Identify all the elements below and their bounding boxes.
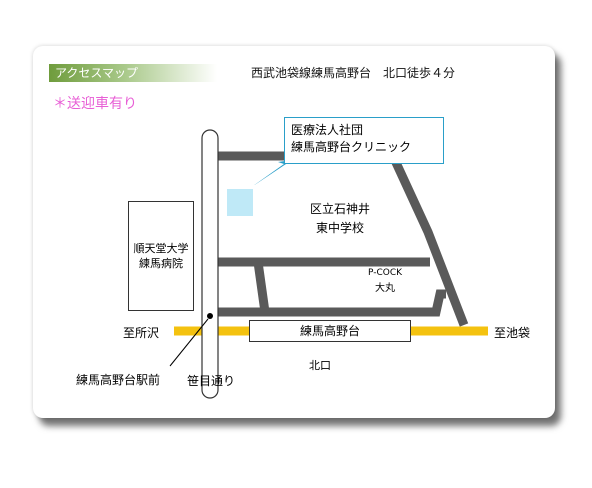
store-line2: 大丸 xyxy=(375,283,395,294)
road-branch-down xyxy=(253,261,270,313)
shuttle-note: ＊送迎車有り xyxy=(53,96,137,112)
station-building: 練馬高野台 xyxy=(249,320,411,342)
sasame-avenue xyxy=(201,129,219,399)
store-line1: P-COCK xyxy=(368,268,403,278)
hospital-line1: 順天堂大学 xyxy=(133,242,189,255)
road-lower xyxy=(218,289,446,317)
title-bar xyxy=(49,64,217,82)
road-diagonal-east xyxy=(388,154,469,327)
station-dot xyxy=(207,313,213,319)
hospital-line2: 練馬病院 xyxy=(139,257,183,270)
clinic-label: 医療法人社団 練馬高野台クリニック xyxy=(284,117,444,164)
station-leader-line xyxy=(169,318,209,367)
station-front-label: 練馬高野台駅前 xyxy=(76,373,161,387)
clinic-marker xyxy=(227,189,253,216)
street-label: 笹目通り xyxy=(187,374,236,388)
map-card xyxy=(33,46,555,418)
clinic-callout-pointer xyxy=(253,160,292,186)
clinic-line2: 練馬高野台クリニック xyxy=(291,140,412,154)
map-title: アクセスマップ xyxy=(55,66,139,80)
clinic-line1: 医療法人社団 xyxy=(291,123,364,137)
school-line2: 東中学校 xyxy=(316,221,365,235)
school-line1: 区立石神井 xyxy=(310,202,371,216)
hospital-building: 順天堂大学 練馬病院 xyxy=(128,201,194,311)
route-info: 西武池袋線練馬高野台 北口徒歩４分 xyxy=(251,66,456,80)
direction-ikebukuro: 至池袋 xyxy=(494,326,531,340)
north-exit-label: 北口 xyxy=(309,359,331,372)
direction-tokorozawa: 至所沢 xyxy=(123,326,160,340)
